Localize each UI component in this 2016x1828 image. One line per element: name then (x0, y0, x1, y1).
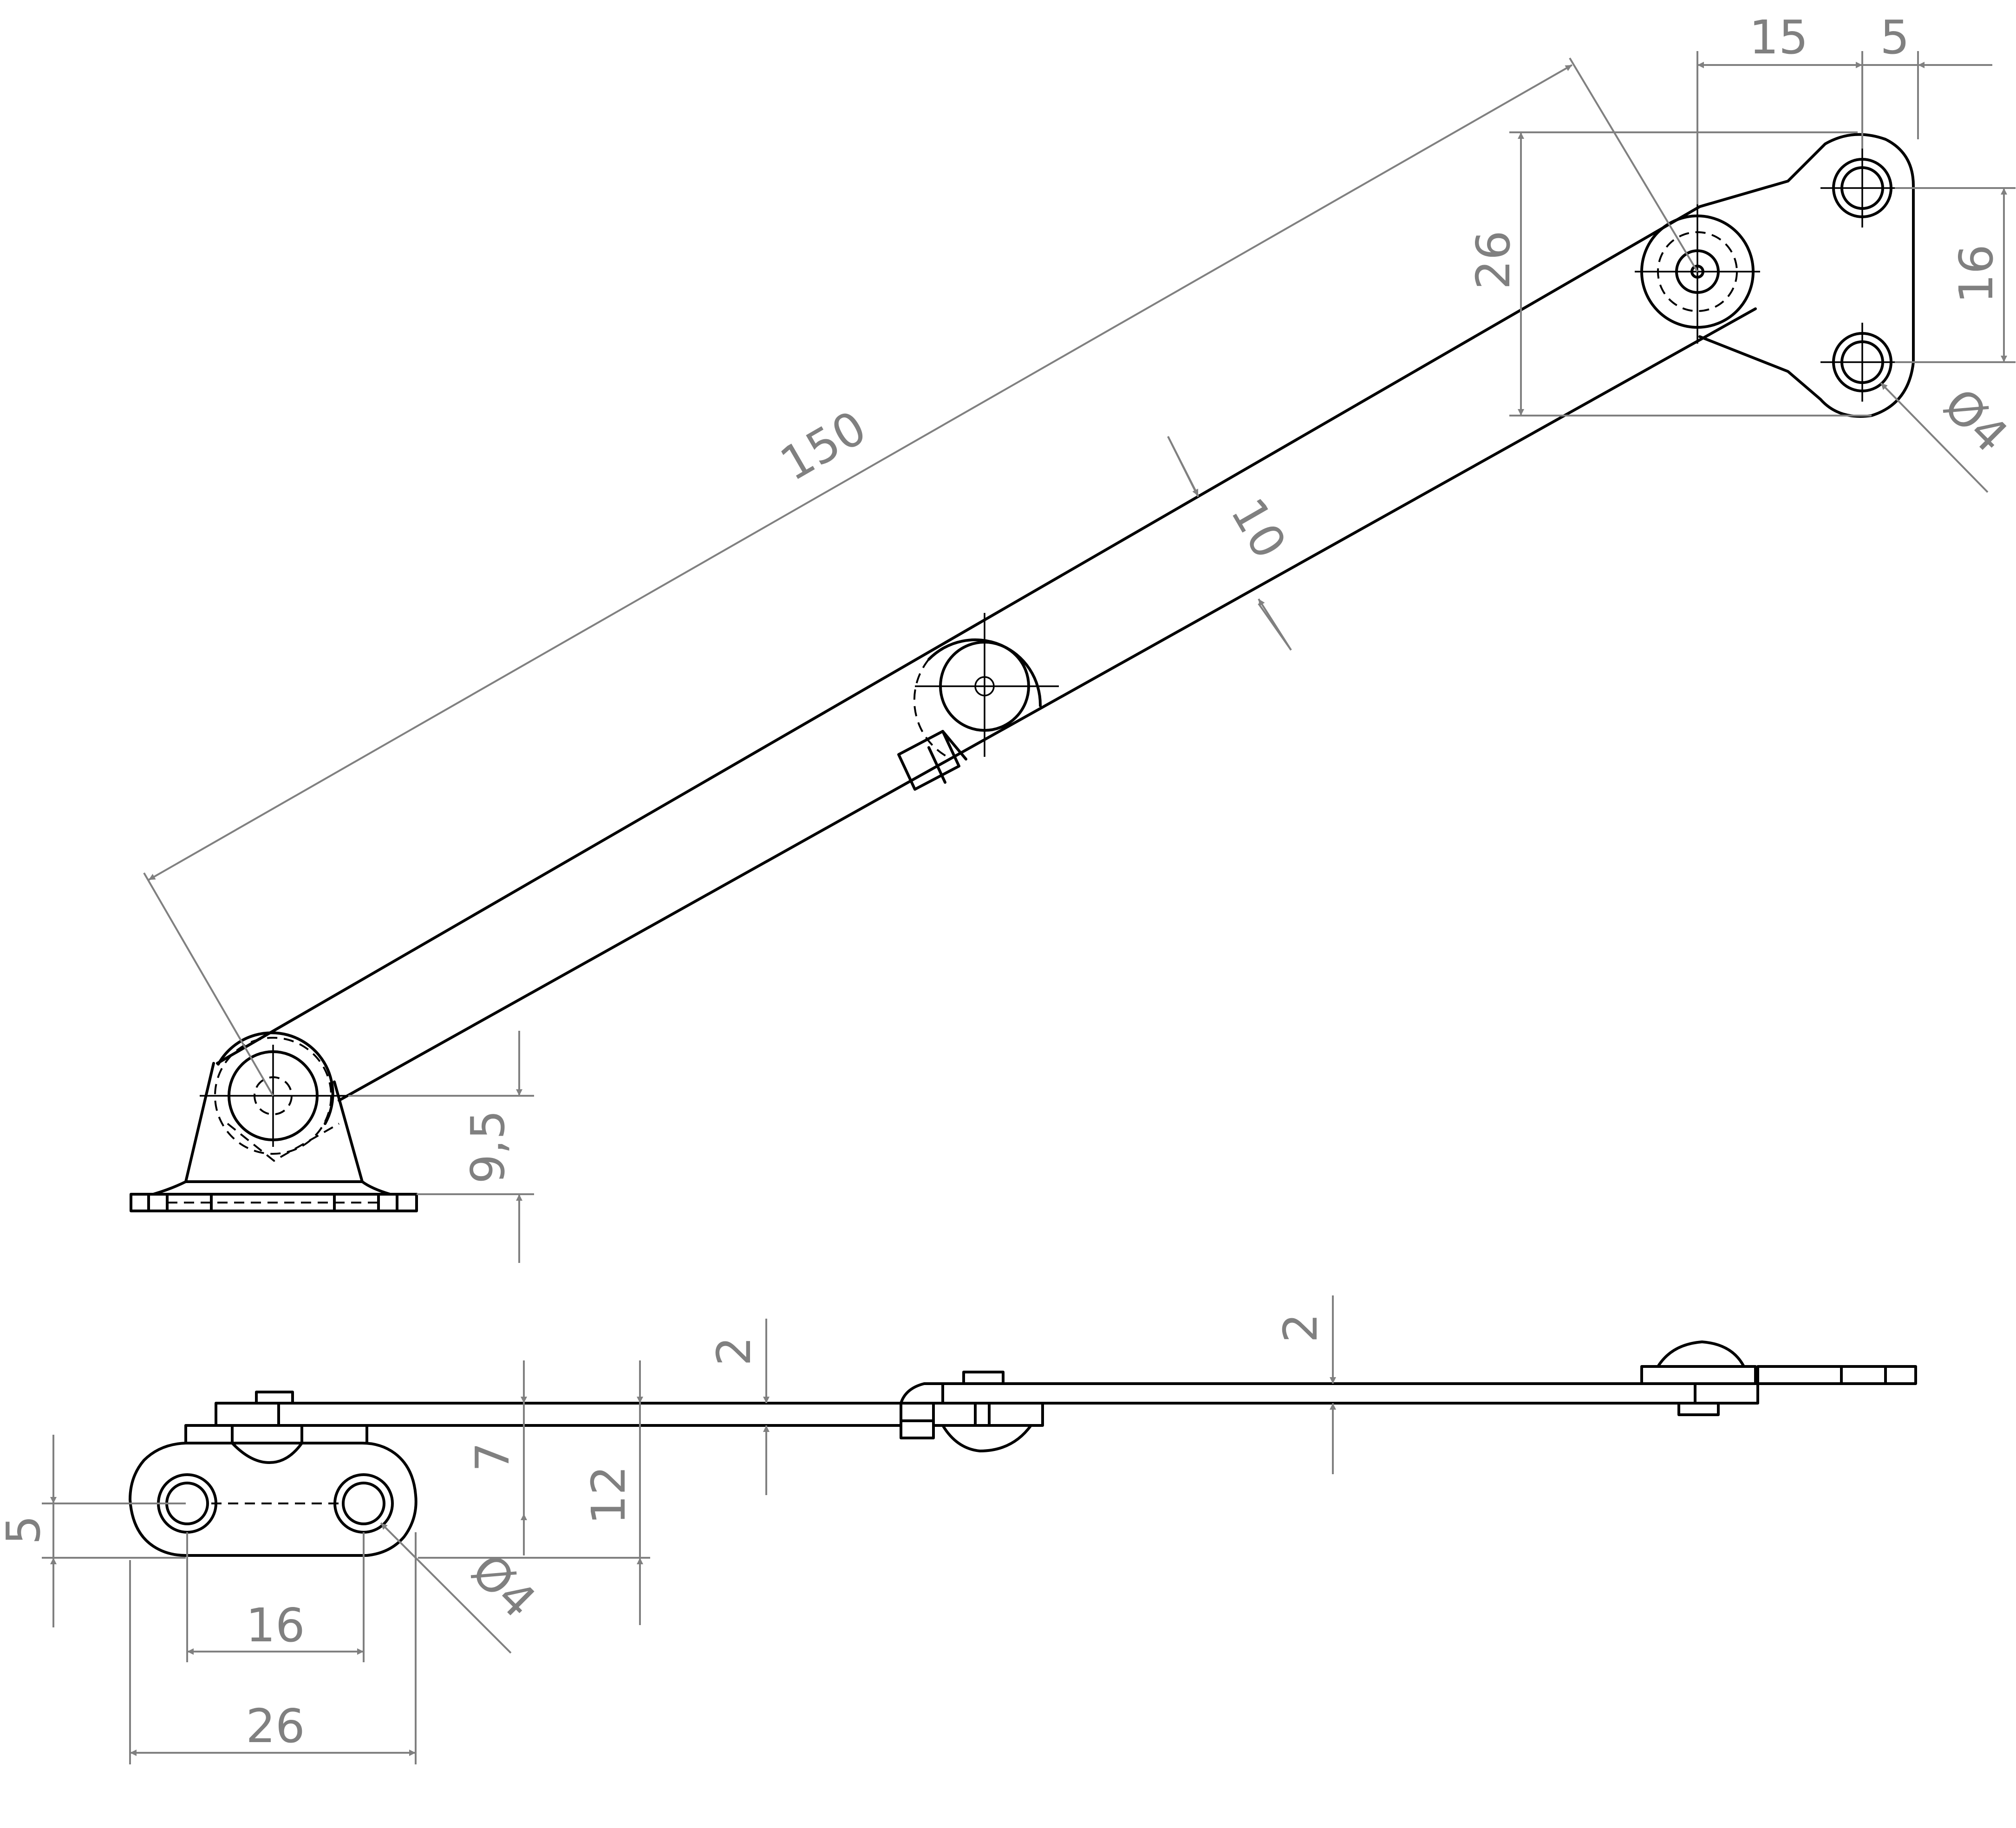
side-upper-arm (941, 1340, 1917, 1416)
dim-text-26-side: 26 (246, 1699, 305, 1753)
dim-text-9-5: 9,5 (461, 1110, 515, 1184)
dim-bracket-top: 15 5 (1696, 10, 1992, 204)
dim-base-hole-offset: 5 (0, 1435, 186, 1627)
side-lower-arm (215, 1391, 902, 1427)
dim-arm-thickness-right: 2 (1273, 1295, 1336, 1474)
side-view: 2 2 7 12 5 (0, 1295, 1917, 1764)
dim-arm-width: 10 (1167, 436, 1297, 651)
dim-base-hole-diameter: Ø4 (380, 1522, 546, 1654)
dim-text-7: 7 (465, 1442, 520, 1472)
dim-base-hole-spacing: 16 (186, 1532, 365, 1662)
dim-side-height-total: 12 (539, 1360, 650, 1625)
main-arm (200, 205, 1757, 1162)
dim-base-width: 26 (129, 1532, 417, 1764)
upper-bracket (1635, 133, 1915, 418)
dim-text-2-right: 2 (1273, 1313, 1328, 1343)
dim-pivot-height: 9,5 (348, 1031, 534, 1263)
base-plate (130, 1193, 418, 1212)
dim-side-height-small: 7 (418, 1360, 539, 1559)
lower-bracket (152, 1031, 391, 1196)
dim-text-16-front: 16 (1949, 244, 2003, 303)
middle-joint (897, 613, 1059, 791)
dim-arm-thickness-left: 2 (707, 1319, 770, 1495)
dim-text-10: 10 (1220, 489, 1297, 567)
dim-text-15: 15 (1749, 10, 1808, 65)
dim-text-150: 150 (771, 400, 875, 492)
dim-text-5-top: 5 (1880, 10, 1910, 65)
dim-text-16-side: 16 (246, 1598, 305, 1652)
dim-overall-length: 150 (143, 57, 1698, 1097)
side-base (129, 1424, 418, 1557)
dim-text-5-side: 5 (0, 1515, 51, 1545)
front-view: 150 10 9,5 15 5 (130, 10, 2016, 1263)
dim-bracket-height: 26 (1466, 131, 1872, 416)
dim-bracket-hole-spacing: 16 (1895, 187, 2016, 363)
dim-text-12: 12 (581, 1465, 636, 1524)
dim-text-26-front: 26 (1466, 230, 1520, 289)
dim-text-2-left: 2 (707, 1336, 761, 1366)
